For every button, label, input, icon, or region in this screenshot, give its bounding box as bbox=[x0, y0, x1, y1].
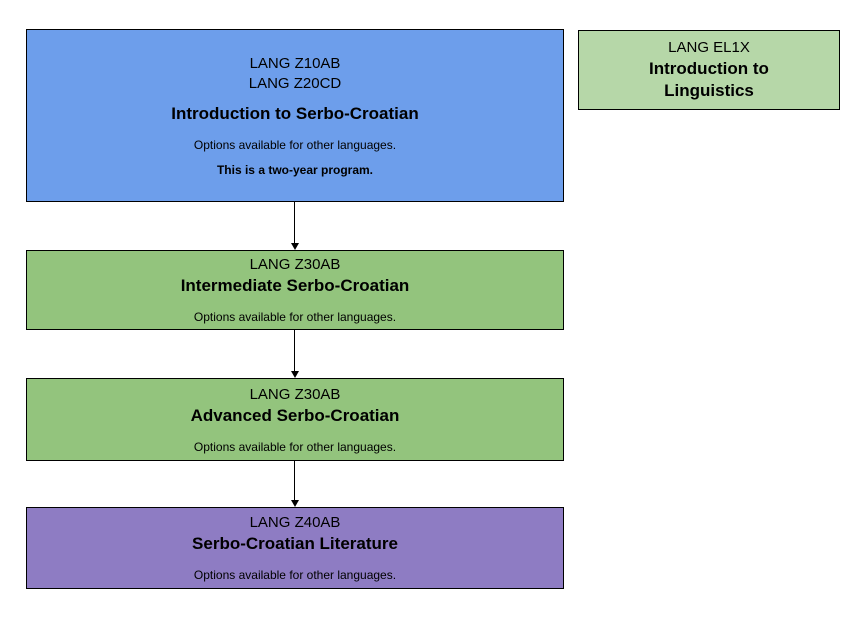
course-title: Serbo-Croatian Literature bbox=[192, 534, 398, 553]
course-note: Options available for other languages. bbox=[193, 137, 397, 152]
course-title: Intermediate Serbo-Croatian bbox=[180, 276, 410, 295]
arrowhead-down-icon bbox=[291, 500, 299, 507]
course-box-intro-serbo-croatian: LANG Z10AB LANG Z20CD Introduction to Se… bbox=[26, 29, 564, 202]
course-code: LANG Z30AB bbox=[249, 385, 341, 403]
course-extra-note: This is a two-year program. bbox=[216, 162, 374, 177]
course-title: Introduction to Serbo-Croatian bbox=[171, 103, 419, 123]
course-code: LANG Z10AB bbox=[249, 54, 341, 72]
arrowhead-down-icon bbox=[291, 243, 299, 250]
course-code: LANG Z40AB bbox=[249, 514, 341, 531]
arrow-shaft bbox=[294, 330, 295, 373]
course-box-intermediate-serbo-croatian: LANG Z30AB Intermediate Serbo-Croatian O… bbox=[26, 250, 564, 330]
course-box-advanced-serbo-croatian: LANG Z30AB Advanced Serbo-Croatian Optio… bbox=[26, 378, 564, 461]
flow-arrow-down-3 bbox=[290, 461, 299, 507]
course-note: Options available for other languages. bbox=[193, 568, 397, 582]
course-code: LANG Z30AB bbox=[249, 256, 341, 273]
course-note: Options available for other languages. bbox=[193, 439, 397, 454]
course-title: Introduction to Linguistics bbox=[649, 59, 769, 100]
course-note: Options available for other languages. bbox=[193, 310, 397, 324]
flow-arrow-down-1 bbox=[290, 202, 299, 250]
course-code: LANG Z20CD bbox=[248, 74, 342, 92]
course-title: Advanced Serbo-Croatian bbox=[190, 405, 400, 425]
arrow-shaft bbox=[294, 461, 295, 502]
arrow-shaft bbox=[294, 202, 295, 245]
course-code: LANG EL1X bbox=[668, 39, 750, 56]
arrowhead-down-icon bbox=[291, 371, 299, 378]
course-box-serbo-croatian-literature: LANG Z40AB Serbo-Croatian Literature Opt… bbox=[26, 507, 564, 589]
flow-arrow-down-2 bbox=[290, 330, 299, 378]
course-box-intro-linguistics: LANG EL1X Introduction to Linguistics bbox=[578, 30, 840, 110]
